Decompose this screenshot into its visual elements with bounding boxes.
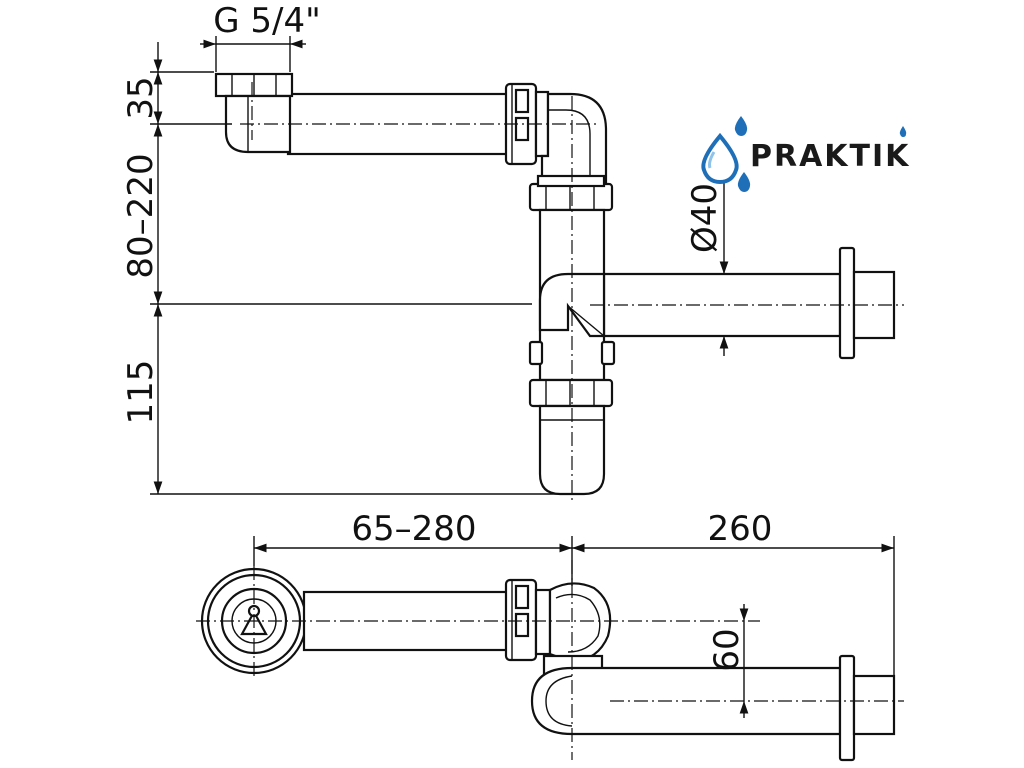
brand-name: PRAKTIK (750, 139, 910, 174)
dim-thread: G 5/4" (213, 1, 321, 41)
inlet-cap (214, 72, 294, 154)
side-view-dimensions: 35 80–220 115 G 5/4" Ø40 (121, 1, 729, 495)
dim-horizontal-adjust: 65–280 (351, 509, 476, 549)
top-view (196, 560, 904, 762)
union-nut-vertical-lower (528, 378, 614, 408)
side-view (214, 72, 904, 500)
dim-pipe-diameter: Ø40 (685, 183, 725, 253)
clip-right (600, 340, 616, 366)
top-view-dimensions: 65–280 260 60 (253, 509, 895, 718)
brand-logo: PRAKTIK (701, 116, 910, 192)
dim-offset: 60 (707, 628, 747, 671)
top-union-nut (504, 578, 552, 662)
dim-outlet-length: 260 (708, 509, 773, 549)
outlet-flange (838, 246, 896, 360)
elbow (540, 92, 608, 188)
top-elbow (542, 582, 612, 676)
dim-trap-depth: 115 (121, 360, 161, 425)
dim-inlet-height: 35 (121, 76, 161, 119)
clip-left (528, 340, 544, 366)
water-drops-icon (701, 116, 751, 192)
dim-adjustable-height: 80–220 (121, 153, 161, 278)
union-nut-vertical-upper (528, 174, 614, 212)
